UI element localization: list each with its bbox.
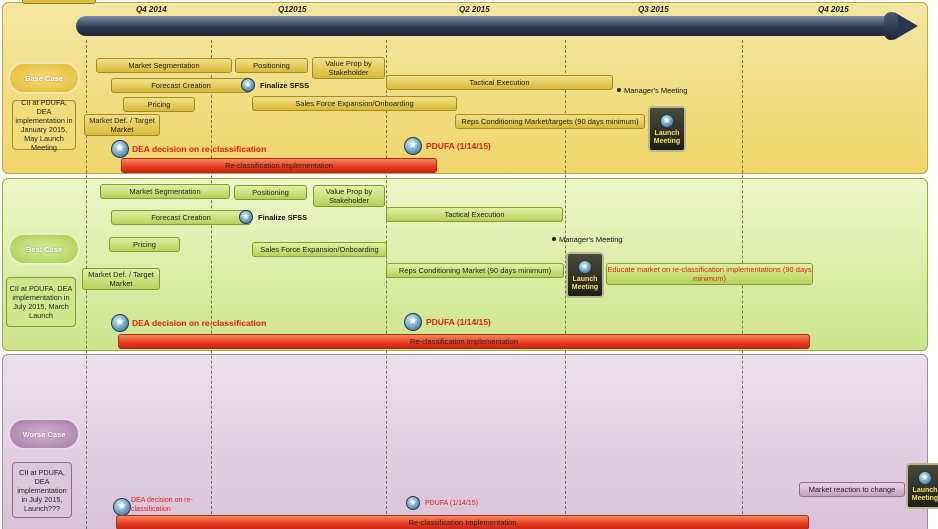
star-icon: ★ — [578, 260, 592, 274]
dea-decision-label: DEA decision on re-classification — [131, 497, 193, 513]
quarter-label: Q2 2015 — [459, 5, 490, 14]
dea-decision-label: DEA decision on re-classification — [132, 318, 267, 328]
quarter-divider — [211, 40, 212, 529]
case-label: Worse Case — [8, 418, 80, 450]
task-bar: Value Prop by Stakeholder — [312, 57, 385, 79]
task-bar: Tactical Execution — [386, 207, 563, 222]
quarter-divider — [565, 40, 566, 529]
task-bar: Market Segmentation — [100, 184, 230, 199]
star-icon: ★ — [241, 78, 255, 92]
task-bar: Tactical Execution — [386, 75, 613, 90]
launch-meeting-label: Launch Meeting — [653, 130, 681, 145]
case-label: Best Case — [8, 233, 80, 265]
launch-meeting-label: Launch Meeting — [571, 276, 599, 291]
milestone-dot — [552, 237, 556, 241]
task-bar: Value Prop by Stakeholder — [313, 185, 385, 207]
task-bar: Positioning — [235, 58, 308, 73]
task-bar: Positioning — [234, 185, 307, 200]
milestone-label: Finalize SFSS — [258, 213, 308, 222]
milestone-dot — [617, 88, 621, 92]
quarter-label: Q3 2015 — [638, 5, 669, 14]
pdufa-label: PDUFA (1/14/15) — [426, 317, 491, 327]
quarter-divider — [386, 40, 387, 529]
pdufa-label: PDUFA (1/14/15) — [425, 500, 478, 507]
quarter-label: Q4 2015 — [818, 5, 849, 14]
milestone-label: Manager's Meeting — [624, 86, 688, 95]
task-bar: Pricing — [123, 97, 195, 112]
task-bar: Market Def. / Target Market — [82, 268, 160, 290]
reclassification-bar: Re-classification Implementation — [116, 515, 809, 529]
reclassification-bar: Re-classification Implementation — [121, 158, 437, 173]
dea-decision-label: DEA decision on re-classification — [132, 144, 267, 154]
launch-meeting-box: ★ Launch Meeting — [906, 463, 938, 509]
launch-meeting-label: Launch Meeting — [911, 487, 938, 502]
task-bar: Sales Force Expansion/Onboarding — [252, 242, 387, 257]
star-icon: ★ — [239, 210, 253, 224]
star-icon: ★ — [111, 314, 129, 332]
star-icon: ★ — [404, 137, 422, 155]
top-stub-bar — [22, 0, 96, 4]
case-description: CII at PDUFA, DEA implementation in July… — [6, 277, 76, 327]
star-icon: ★ — [918, 471, 932, 485]
launch-meeting-box: ★ Launch Meeting — [648, 106, 686, 152]
task-bar: Market Def. / Target Market — [84, 114, 160, 136]
quarter-label: Q12015 — [278, 5, 307, 14]
milestone-label: Manager's Meeting — [559, 235, 623, 244]
task-bar: Pricing — [109, 237, 180, 252]
timeline-arrow-cap — [884, 12, 898, 40]
task-bar: Market reaction to change — [799, 482, 905, 497]
star-icon: ★ — [660, 114, 674, 128]
reclassification-bar: Re-classification Implementation — [118, 334, 810, 349]
star-icon: ★ — [111, 140, 129, 158]
task-bar: Sales Force Expansion/Onboarding — [252, 96, 457, 111]
milestone-label: Finalize SFSS — [260, 81, 310, 90]
case-label: Base Case — [8, 62, 80, 94]
task-bar: Reps Conditioning Market (90 days minimu… — [386, 263, 564, 278]
timeline-arrow — [76, 16, 894, 36]
star-icon: ★ — [404, 313, 422, 331]
star-icon: ★ — [406, 496, 420, 510]
case-description: CII at PDUFA, DEA implementation in July… — [12, 462, 72, 518]
task-bar: Educate market on re-classification impl… — [606, 263, 813, 285]
worse-case-panel — [2, 354, 928, 529]
case-description: CII at PDUFA, DEA implementation in Janu… — [12, 98, 76, 152]
quarter-label: Q4 2014 — [136, 5, 167, 14]
timeline-arrow-head — [894, 12, 918, 40]
pdufa-label: PDUFA (1/14/15) — [426, 141, 491, 151]
task-bar: Reps Conditioning Market/targets (90 day… — [455, 114, 645, 129]
star-icon: ★ — [113, 498, 131, 516]
task-bar: Market Segmentation — [96, 58, 232, 73]
launch-meeting-box: ★ Launch Meeting — [566, 252, 604, 298]
task-bar: Forecast Creation — [111, 78, 251, 93]
task-bar: Forecast Creation — [111, 210, 251, 225]
